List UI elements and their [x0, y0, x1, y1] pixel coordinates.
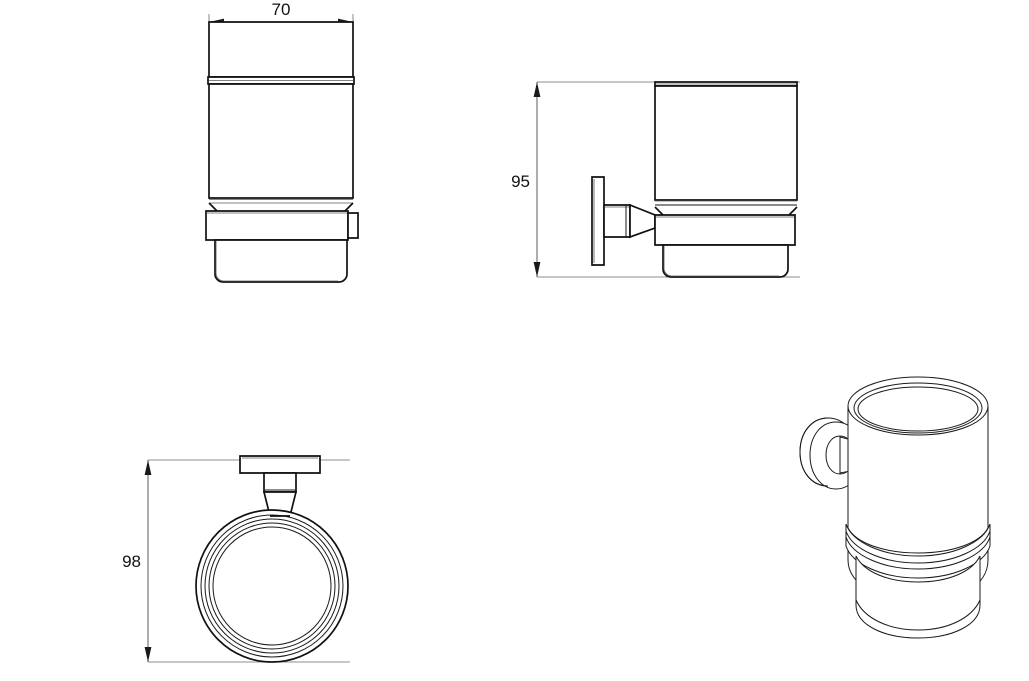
holder-collar [205, 210, 349, 241]
dimension-label-98: 98 [122, 552, 141, 571]
iso-plate-rim-left-lower [799, 451, 829, 487]
iso-mouth [857, 386, 979, 432]
plan-ring-outer [195, 509, 349, 663]
iso-rim-inner [853, 382, 983, 434]
glass-taper-right [788, 206, 798, 216]
holder-mount-tab [347, 212, 359, 239]
tumbler-lower-body [208, 83, 354, 199]
iso-base-body [855, 555, 981, 639]
plan-ring-inner [212, 526, 332, 646]
plan-ring-3 [204, 518, 340, 654]
arrowhead-bottom-95 [533, 262, 541, 277]
dimension-label-70: 70 [272, 0, 291, 19]
plan-bracket-stem [263, 472, 297, 493]
dimension-label-95: 95 [511, 172, 530, 191]
view-top-left: 70 [205, 0, 359, 283]
plan-ring-2 [200, 514, 344, 658]
iso-rim-outer [847, 376, 989, 436]
side-holder-collar [654, 214, 796, 246]
tumbler-base-cup-inner [215, 241, 338, 282]
iso-band-arc-1 [847, 527, 989, 554]
iso-collar-line-2 [845, 536, 991, 570]
side-base-cup-inner [663, 246, 779, 277]
glass-body [654, 85, 798, 201]
wall-plate [591, 176, 605, 266]
view-isometric [799, 376, 991, 639]
tumbler-taper-right [344, 202, 354, 212]
iso-base-bottom-arc [855, 599, 981, 631]
side-base-cup [662, 244, 789, 278]
iso-collar-line-1 [845, 530, 991, 564]
glass-taper-left [654, 206, 664, 216]
bracket-cone [629, 203, 656, 239]
arrowhead-top-95 [533, 82, 541, 97]
plan-ring-4 [208, 522, 336, 650]
plan-wall-plate [239, 455, 321, 474]
view-top-right: 95 [511, 81, 800, 278]
arrowhead-bottom-98 [144, 647, 152, 662]
iso-holder-collar [845, 523, 991, 579]
arrowhead-top-98 [144, 460, 152, 475]
iso-base-cup [855, 555, 981, 639]
tumbler-base-cup [214, 239, 348, 283]
iso-plate-rim-left [799, 417, 829, 453]
tumbler-taper-left [208, 202, 218, 212]
view-bottom-left: 98 [122, 455, 350, 663]
tumbler-upper-body [208, 21, 354, 78]
